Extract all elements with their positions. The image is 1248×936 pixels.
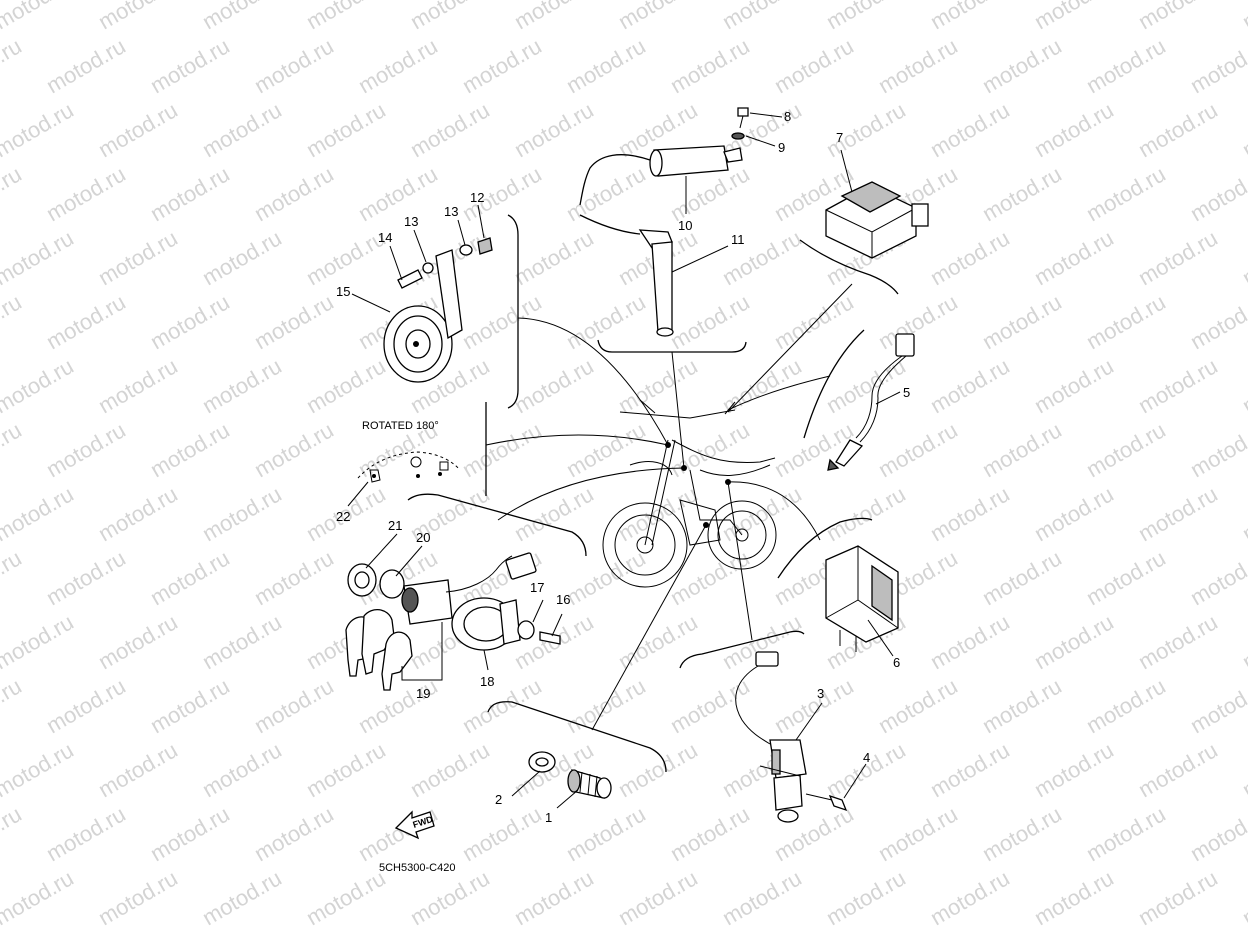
leader-11 — [671, 245, 729, 273]
callout-2: 2 — [495, 792, 502, 807]
leader-16 — [551, 613, 563, 637]
horn-assembly — [383, 237, 493, 383]
main-switch-assembly — [345, 552, 561, 691]
motorcycle-illustration — [602, 399, 777, 588]
callout-12: 12 — [470, 190, 484, 205]
leader-20 — [395, 545, 423, 577]
neutral-switch — [528, 751, 612, 799]
leader-22 — [347, 481, 369, 507]
leader-19 — [401, 622, 443, 681]
callout-11: 11 — [731, 232, 745, 247]
leader-17 — [532, 599, 544, 623]
callout-3: 3 — [817, 686, 824, 701]
relay-unit — [825, 545, 899, 652]
callout-9: 9 — [778, 140, 785, 155]
callout-15: 15 — [336, 284, 350, 299]
callout-16: 16 — [556, 592, 570, 607]
callout-10: 10 — [678, 218, 692, 233]
leader-13a — [457, 219, 466, 246]
rotated-note: ROTATED 180° — [362, 420, 439, 432]
ignition-coil — [579, 107, 749, 337]
leader-13b — [413, 229, 427, 263]
forward-arrow-icon: FWD — [394, 810, 435, 840]
callout-19: 19 — [416, 686, 430, 701]
key-position-diagram — [357, 451, 461, 483]
leader-5 — [875, 391, 901, 405]
callout-14: 14 — [378, 230, 392, 245]
callout-13b: 13 — [404, 214, 418, 229]
rectifier-regulator — [825, 181, 929, 259]
callout-17: 17 — [530, 580, 544, 595]
sensor-wire — [827, 333, 915, 471]
leader-lines — [485, 283, 853, 731]
leader-2 — [511, 770, 541, 797]
leader-4 — [843, 763, 867, 799]
leader-15 — [351, 293, 391, 313]
leader-1 — [556, 789, 579, 809]
drawing-code: 5CH5300-C420 — [379, 862, 455, 874]
callout-numbers: 1 2 3 4 5 6 7 8 9 10 11 12 13 13 14 15 1… — [336, 109, 910, 825]
leader-7 — [840, 149, 853, 193]
callout-8: 8 — [784, 109, 791, 124]
leader-18 — [483, 649, 489, 671]
callout-18: 18 — [480, 674, 494, 689]
callout-5: 5 — [903, 385, 910, 400]
leader-8 — [749, 112, 783, 118]
leader-6 — [867, 619, 894, 657]
watermark-text: motod.ru — [1238, 0, 1248, 34]
callout-1: 1 — [545, 810, 552, 825]
leader-3 — [795, 702, 823, 741]
leader-14 — [389, 245, 403, 281]
callout-7: 7 — [836, 130, 843, 145]
leader-12 — [477, 204, 485, 239]
group-brackets — [407, 214, 899, 773]
callout-22: 22 — [336, 509, 350, 524]
callout-4: 4 — [863, 750, 870, 765]
leader-9 — [745, 135, 776, 147]
callout-21: 21 — [388, 518, 402, 533]
starter-solenoid — [735, 651, 848, 823]
callout-13a: 13 — [444, 204, 458, 219]
callout-20: 20 — [416, 530, 430, 545]
callout-6: 6 — [893, 655, 900, 670]
leader-21 — [365, 533, 398, 569]
